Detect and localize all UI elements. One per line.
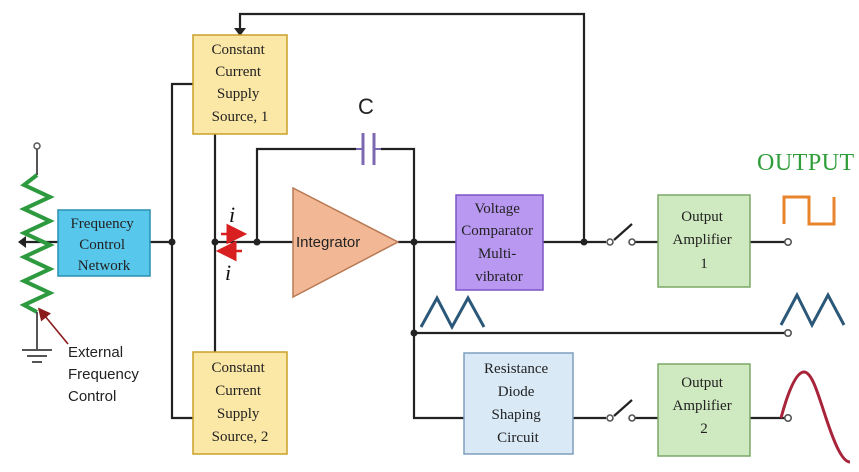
svg-text:Output Amplifier 1: Output Amplifier 1 (673, 209, 736, 272)
output-amplifier-1: Output Amplifier 1 (657, 194, 751, 288)
triangle-wave-icon-integrator (419, 294, 486, 331)
external-potentiometer (18, 142, 55, 363)
square-wave-icon (782, 195, 836, 226)
constant-current-source-2: Constant Current Supply Source, 2 (192, 351, 288, 455)
svg-text:Constant Current S: Constant Current Supply Source, 1 (211, 42, 268, 125)
svg-text:Voltage Comparator: Voltage Comparator Multi- vibrator (461, 201, 536, 285)
constant-current-source-1: Constant Current Supply Source, 1 (192, 34, 288, 135)
current-label-top: i (229, 202, 235, 227)
output-label: OUTPUT (757, 150, 855, 176)
frequency-control-network: Frequency Control Network (57, 209, 151, 277)
svg-text:Frequency Control: Frequency Control Network (70, 216, 137, 274)
resistance-diode-shaping-circuit: Resistance Diode Shaping Circuit (463, 352, 574, 455)
triangle-wave-icon-output (779, 291, 846, 329)
external-frequency-control-label: External Frequency Control (68, 344, 143, 405)
svg-text:Resistance Diode S: Resistance Diode Shaping Circuit (484, 361, 552, 446)
wiring (26, 12, 788, 420)
external-control-arrow (37, 307, 69, 345)
svg-text:Integrator: Integrator (296, 234, 360, 251)
capacitor-label: C (358, 94, 374, 119)
junction-dots (168, 238, 588, 337)
switch-terminals (606, 238, 792, 422)
svg-text:Constant Current S: Constant Current Supply Source, 2 (211, 360, 268, 445)
voltage-comparator-multivibrator: Voltage Comparator Multi- vibrator (455, 194, 544, 291)
integrator-block: Integrator (292, 186, 400, 299)
sine-wave-icon (779, 370, 851, 464)
output-amplifier-2: Output Amplifier 2 (657, 363, 751, 457)
svg-text:Output Amplifier 2: Output Amplifier 2 (673, 375, 736, 437)
capacitor-symbol (356, 133, 381, 165)
current-arrows (215, 223, 248, 262)
current-label-bottom: i (225, 260, 231, 285)
